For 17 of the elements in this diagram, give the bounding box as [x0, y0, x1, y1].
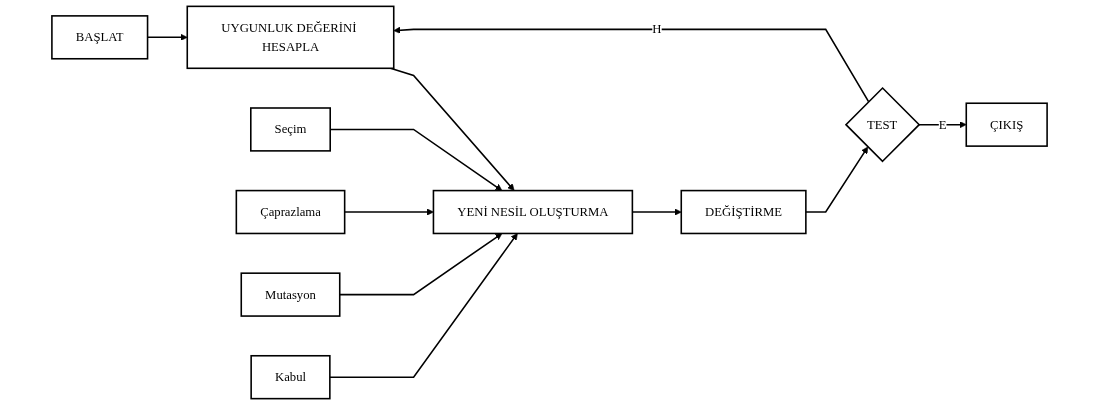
node-box: UYGUNLUK DEĞERİNİ HESAPLA: [186, 5, 395, 70]
arrow: [389, 67, 515, 191]
node-box: Kabul: [250, 354, 331, 400]
arrow: [918, 121, 967, 129]
node-box: Seçim: [250, 107, 331, 152]
node-box: ÇIKIŞ: [965, 102, 1048, 147]
edge-label: H: [652, 22, 662, 36]
arrow: [805, 146, 869, 213]
arrow: [393, 26, 870, 103]
node-box: Mutasyon: [240, 272, 341, 317]
node-box: DEĞİŞTİRME: [680, 189, 807, 235]
node-box: Çaprazlama: [235, 189, 346, 235]
arrow: [329, 233, 518, 378]
node-diamond: TEST: [844, 86, 921, 163]
node-box: YENİ NESİL OLUŞTURMA: [432, 189, 634, 235]
node-box: BAŞLAT: [51, 15, 149, 60]
edge-label: E: [938, 117, 947, 132]
